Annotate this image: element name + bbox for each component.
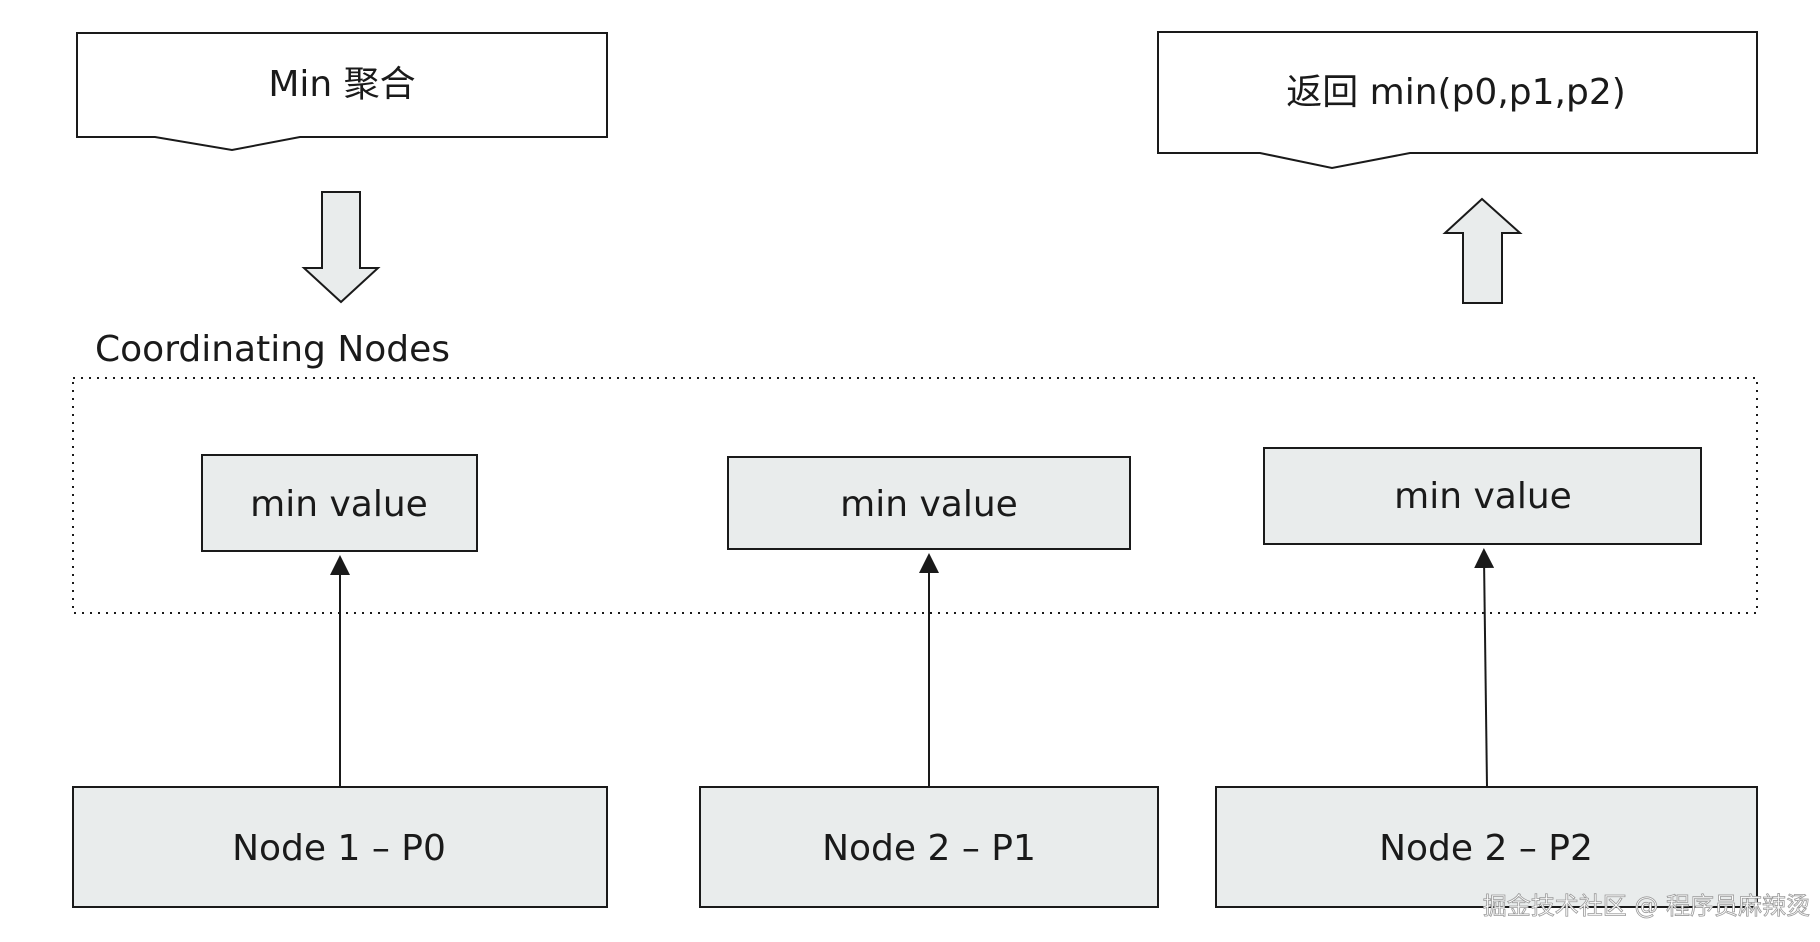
node-label-1: Node 1 – P0 xyxy=(232,828,446,869)
coordinating-nodes-label: Coordinating Nodes xyxy=(95,329,450,370)
down-block-arrow-icon xyxy=(301,191,381,304)
connector-arrow-3 xyxy=(1474,548,1495,788)
coordinating-nodes-region xyxy=(72,377,1758,614)
up-block-arrow-icon xyxy=(1442,197,1523,304)
watermark-text: 掘金技术社区 @ 程序员麻辣烫 xyxy=(1483,892,1810,920)
min-value-box-2: min value xyxy=(727,456,1131,550)
node-box-2: Node 2 – P1 xyxy=(699,786,1159,908)
node-label-2: Node 2 – P1 xyxy=(822,828,1036,869)
min-value-label-3: min value xyxy=(1394,476,1572,517)
min-value-box-3: min value xyxy=(1263,447,1702,545)
return-min-label: 返回 min(p0,p1,p2) xyxy=(1286,72,1626,113)
return-min-banner: 返回 min(p0,p1,p2) xyxy=(1157,31,1758,170)
node-box-3: Node 2 – P2 xyxy=(1215,786,1758,908)
min-aggregation-banner: Min 聚合 xyxy=(76,32,608,152)
min-value-box-1: min value xyxy=(201,454,478,552)
node-label-3: Node 2 – P2 xyxy=(1379,828,1593,869)
node-box-1: Node 1 – P0 xyxy=(72,786,608,908)
min-value-label-1: min value xyxy=(250,484,428,525)
min-value-label-2: min value xyxy=(840,484,1018,525)
min-aggregation-label: Min 聚合 xyxy=(268,64,415,105)
